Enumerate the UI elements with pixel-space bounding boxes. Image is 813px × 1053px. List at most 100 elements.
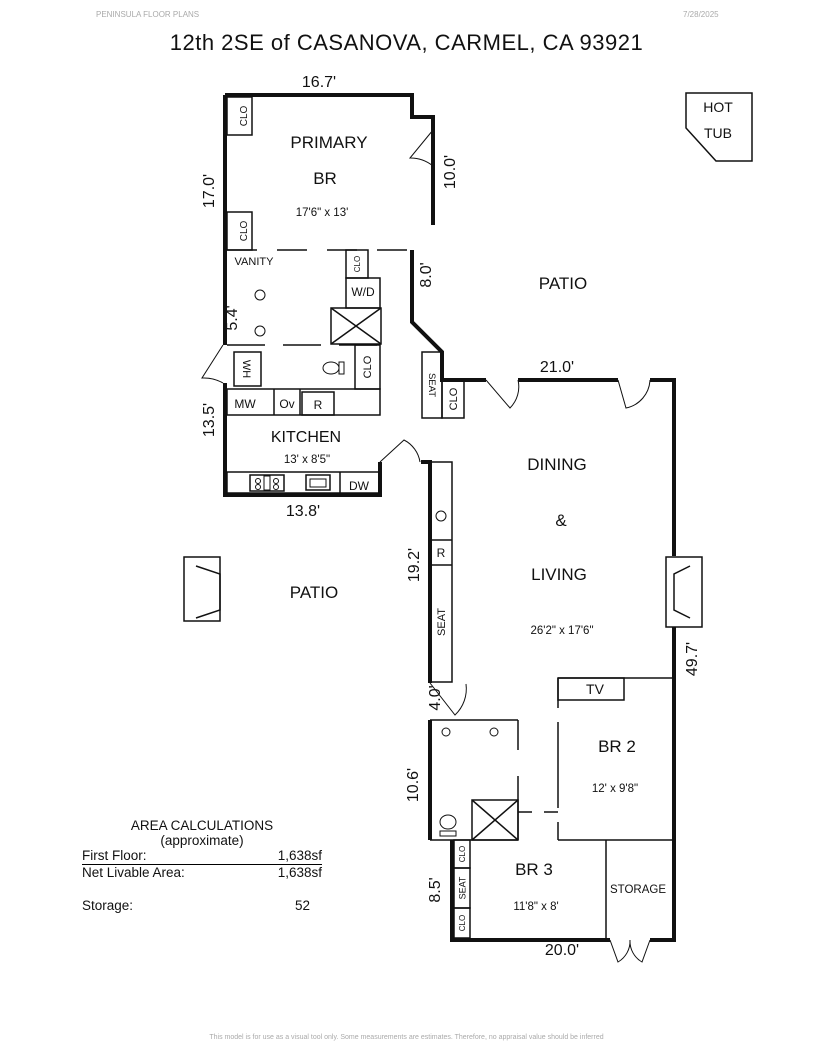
dim-label: 21.0' xyxy=(540,359,574,376)
room-br2-dims: 12' x 9'8" xyxy=(592,783,638,795)
area-row-net: Net Livable Area: 1,638sf xyxy=(82,865,322,881)
disclaimer: This model is for use as a visual tool o… xyxy=(209,1034,604,1041)
room-kitchen-label: KITCHEN xyxy=(271,429,341,446)
fireplace-east xyxy=(665,556,703,628)
room-br2-label: BR 2 xyxy=(598,737,636,756)
shower-diag-2 xyxy=(330,307,382,345)
fridge-label: R xyxy=(314,398,323,412)
net-value: 1,638sf xyxy=(277,865,322,880)
dim-label: 10.6' xyxy=(405,768,422,802)
door-bath[interactable] xyxy=(201,344,224,384)
rotated-labels: CLO CLO CLO CLO WH SEAT CLO SEAT CLO SEA… xyxy=(239,105,468,931)
tv-label: TV xyxy=(586,681,605,697)
area-subtitle: (approximate) xyxy=(160,833,244,848)
door-primary[interactable] xyxy=(408,129,434,167)
door-kitchen[interactable] xyxy=(379,439,421,463)
area-title: AREA CALCULATIONS xyxy=(130,818,274,833)
door-storage-1[interactable] xyxy=(609,939,631,963)
dim-label: 10.0' xyxy=(442,155,459,189)
wall-dining-top-east xyxy=(650,378,676,556)
clo-label: CLO xyxy=(353,256,362,272)
dim-label: 13.8' xyxy=(286,503,320,520)
sink-icon xyxy=(435,510,447,522)
sink-box xyxy=(305,474,331,491)
room-living-dims: 26'2" x 17'6" xyxy=(530,625,593,637)
door-bath2[interactable] xyxy=(429,682,467,716)
first-floor-label: First Floor: xyxy=(82,848,147,863)
oven-label: Ov xyxy=(279,397,294,411)
hot-tub xyxy=(685,92,753,162)
sink-icon xyxy=(254,325,266,337)
room-kitchen-dims: 13' x 8'5" xyxy=(284,454,330,466)
hot-tub-label-1: HOT xyxy=(703,99,733,115)
clo-label: CLO xyxy=(458,915,467,931)
room-br3-dims: 11'8" x 8' xyxy=(513,901,558,913)
room-primary-dims: 17'6" x 13' xyxy=(296,207,349,219)
doors xyxy=(201,129,651,963)
brand-label: PENINSULA FLOOR PLANS xyxy=(96,10,200,19)
toilet-tank-icon xyxy=(439,830,457,837)
first-floor-value: 1,638sf xyxy=(277,848,322,863)
burner-icon xyxy=(273,478,279,484)
dim-label: 4.0' xyxy=(427,685,444,710)
door-storage-2[interactable] xyxy=(629,939,651,963)
sink-icon xyxy=(441,727,451,737)
dim-label: 5.4' xyxy=(224,305,241,330)
seat-label: SEAT xyxy=(436,608,448,636)
shower2-diag-2 xyxy=(471,799,519,841)
dim-label: 17.0' xyxy=(201,174,218,208)
patio-label-east: PATIO xyxy=(539,274,588,293)
sink-icon xyxy=(254,289,266,301)
fridge-label-2: R xyxy=(437,546,446,560)
clo-label: CLO xyxy=(362,355,374,378)
clo-label: CLO xyxy=(239,220,250,241)
toilet-icon xyxy=(322,361,340,375)
dim-label: 20.0' xyxy=(545,942,579,959)
room-labels: PRIMARY BR 17'6" x 13' VANITY W/D PATIO … xyxy=(234,99,733,913)
dim-label: 13.5' xyxy=(201,403,218,437)
burner-icon xyxy=(255,478,261,484)
oven-panel-icon xyxy=(263,475,271,491)
clo-label: CLO xyxy=(448,387,460,410)
net-label: Net Livable Area: xyxy=(82,865,185,880)
room-amp-label: & xyxy=(555,511,567,530)
toilet-tank-icon xyxy=(338,361,345,375)
closet-dining xyxy=(441,379,465,419)
hot-tub-label-2: TUB xyxy=(704,125,732,141)
dim-label: 8.5' xyxy=(427,877,444,902)
seat-label: SEAT xyxy=(426,373,437,397)
storage-area-label: Storage: xyxy=(82,898,134,913)
wd-label: W/D xyxy=(351,285,375,299)
room-living-label: LIVING xyxy=(531,565,587,584)
water-heater-box xyxy=(233,351,262,387)
door-dining-1[interactable] xyxy=(485,379,520,409)
range-box xyxy=(249,474,285,492)
area-calculations: AREA CALCULATIONS (approximate) First Fl… xyxy=(82,818,322,914)
dw-label: DW xyxy=(349,479,370,493)
fixtures xyxy=(254,289,499,837)
door-dining-2[interactable] xyxy=(617,379,651,409)
storage-area-value: 52 xyxy=(294,898,310,913)
wall-primary-top xyxy=(225,93,435,225)
sink-icon xyxy=(489,727,499,737)
shower-bath2 xyxy=(471,799,519,841)
closet-br3-2 xyxy=(453,907,471,939)
closet-primary-1 xyxy=(226,96,253,136)
fireplace-east-inner xyxy=(673,565,691,619)
toilet-icon xyxy=(439,814,457,830)
burner-icon xyxy=(255,484,261,490)
dim-label: 19.2' xyxy=(406,548,423,582)
area-row-storage: Storage: 52 xyxy=(82,898,322,914)
shower-primary xyxy=(330,307,382,345)
vanity-label: VANITY xyxy=(235,256,275,268)
interior-walls xyxy=(183,92,753,940)
patio-label-west: PATIO xyxy=(290,583,339,602)
tv-box xyxy=(557,677,625,701)
dim-label: 16.7' xyxy=(302,74,336,91)
kitchen-counter-bottom xyxy=(226,471,381,494)
burner-icon xyxy=(273,484,279,490)
room-primary-label: PRIMARY xyxy=(290,133,367,152)
fridge-box xyxy=(301,391,335,416)
page-title: 12th 2SE of CASANOVA, CARMEL, CA 93921 xyxy=(169,30,644,55)
